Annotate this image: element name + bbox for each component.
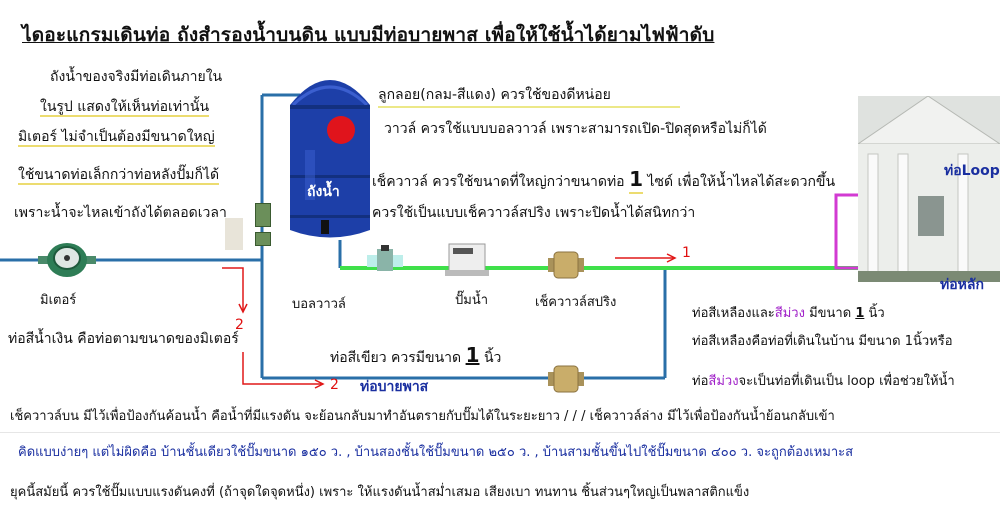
water-pump-icon: [445, 240, 489, 280]
arrow-2-bypass: [242, 352, 325, 389]
meter-label: มิเตอร์: [40, 293, 77, 308]
green-pipe-note: ท่อสีเขียว ควรมีขนาด 1 นิ้ว: [330, 343, 501, 369]
left-note-1: ถังน้ำของจริงมีท่อเดินภายใน: [50, 69, 223, 85]
water-meter-icon: [38, 238, 96, 278]
inlet-valve-icon: [255, 203, 271, 227]
tank-text: ถังน้ำ: [307, 184, 340, 200]
bottom-line-3: ยุคนี้สมัยนี้ ควรใช้ปั๊มแบบแรงดันคงที่ (…: [10, 485, 750, 500]
inlet-valve-icon-lower: [255, 232, 271, 246]
yp-post: มีขนาด: [809, 306, 852, 321]
float-ball-note: ลูกลอย(กลม-สีแดง) ควรใช้ของดีหน่อย: [378, 87, 611, 103]
bottom-separator: [0, 432, 1000, 433]
yp-pre: ท่อสีเหลืองและ: [692, 306, 775, 321]
green-pipe-unit: นิ้ว: [483, 350, 502, 366]
arrow-number-2a: 2: [235, 317, 244, 333]
arrow-1: [615, 253, 677, 263]
left-note-5: เพราะน้ำจะไหลเข้าถังได้ตลอดเวลา: [14, 205, 227, 221]
float-ball-icon: [327, 116, 355, 144]
bottom-line-1: เช็ควาวล์บน มีไว้เพื่อป้องกันค้อนน้ำ คือ…: [10, 409, 835, 424]
bypass-pipe-label: ท่อบายพาส: [360, 379, 429, 395]
spring-note: ควรใช้เป็นแบบเช็ควาวล์สปริง เพราะปิดน้ำไ…: [372, 205, 696, 221]
purple-post: จะเป็นท่อที่เดินเป็น loop เพื่อช่วยให้น้…: [738, 374, 955, 389]
blue-pipe-note: ท่อสีน้ำเงิน คือท่อตามขนาดของมิเตอร์: [8, 331, 239, 347]
purple-word: สีม่วง: [708, 374, 739, 389]
arrow-2-down: [222, 267, 248, 314]
yp-purple: สีม่วง: [774, 306, 805, 321]
check-valve-size-note: เช็ควาวล์ ควรใช้ขนาดที่ใหญ่กว่าขนาดท่อ 1…: [372, 167, 836, 194]
loop-pipe-label: ท่อLoop: [944, 163, 1000, 179]
valve-note: วาวล์ ควรใช้แบบบอลวาวล์ เพราะสามารถเปิด-…: [384, 121, 767, 137]
pump-label: ปั๊มน้ำ: [455, 293, 489, 308]
green-pipe-num: 1: [465, 343, 480, 367]
ball-valve-icon: [365, 245, 405, 275]
check-valve-size-end: ไซด์ เพื่อให้น้ำไหลได้สะดวกขึ้น: [647, 174, 836, 190]
bottom-line-2: คิดแบบง่ายๆ แต่ไม่ผิดคือ บ้านชั้นเดียวใช…: [18, 445, 854, 460]
yp-unit: นิ้ว: [868, 306, 885, 321]
yp-num: 1: [855, 306, 865, 321]
house-illustration: [858, 96, 1000, 282]
page-title: ไดอะแกรมเดินท่อ ถังสำรองน้ำบนดิน แบบมีท่…: [22, 24, 715, 46]
arrow-number-1: 1: [682, 245, 691, 261]
water-tank: [285, 65, 375, 245]
purple-pre: ท่อ: [692, 374, 709, 389]
arrow-number-2b: 2: [330, 377, 339, 393]
green-pipe-text: ท่อสีเขียว ควรมีขนาด: [330, 350, 462, 366]
spring-check-valve-top-icon: [548, 248, 584, 282]
blurred-patch: [225, 218, 243, 250]
yellow-purple-note: ท่อสีเหลืองและสีม่วง มีขนาด 1 นิ้ว: [692, 302, 885, 323]
main-pipe-label: ท่อหลัก: [940, 277, 984, 293]
left-note-4: ใช้ขนาดท่อเล็กกว่าท่อหลังปั๊มก็ได้: [18, 167, 220, 185]
ball-valve-label: บอลวาวล์: [292, 297, 346, 312]
left-note-2: ในรูป แสดงให้เห็นท่อเท่านั้น: [40, 99, 210, 117]
check-valve-size-num: 1: [629, 167, 643, 194]
spring-check-valve-label: เช็ควาวล์สปริง: [535, 295, 617, 310]
left-note-3: มิเตอร์ ไม่จำเป็นต้องมีขนาดใหญ่: [18, 129, 215, 147]
check-valve-size-text: เช็ควาวล์ ควรใช้ขนาดที่ใหญ่กว่าขนาดท่อ: [372, 174, 625, 190]
purple-pipe-note: ท่อสีม่วงจะเป็นท่อที่เดินเป็น loop เพื่อ…: [692, 370, 955, 391]
yellow-pipe-note: ท่อสีเหลืองคือท่อที่เดินในบ้าน มีขนาด 1น…: [692, 334, 953, 349]
spring-check-valve-bottom-icon: [548, 362, 584, 396]
